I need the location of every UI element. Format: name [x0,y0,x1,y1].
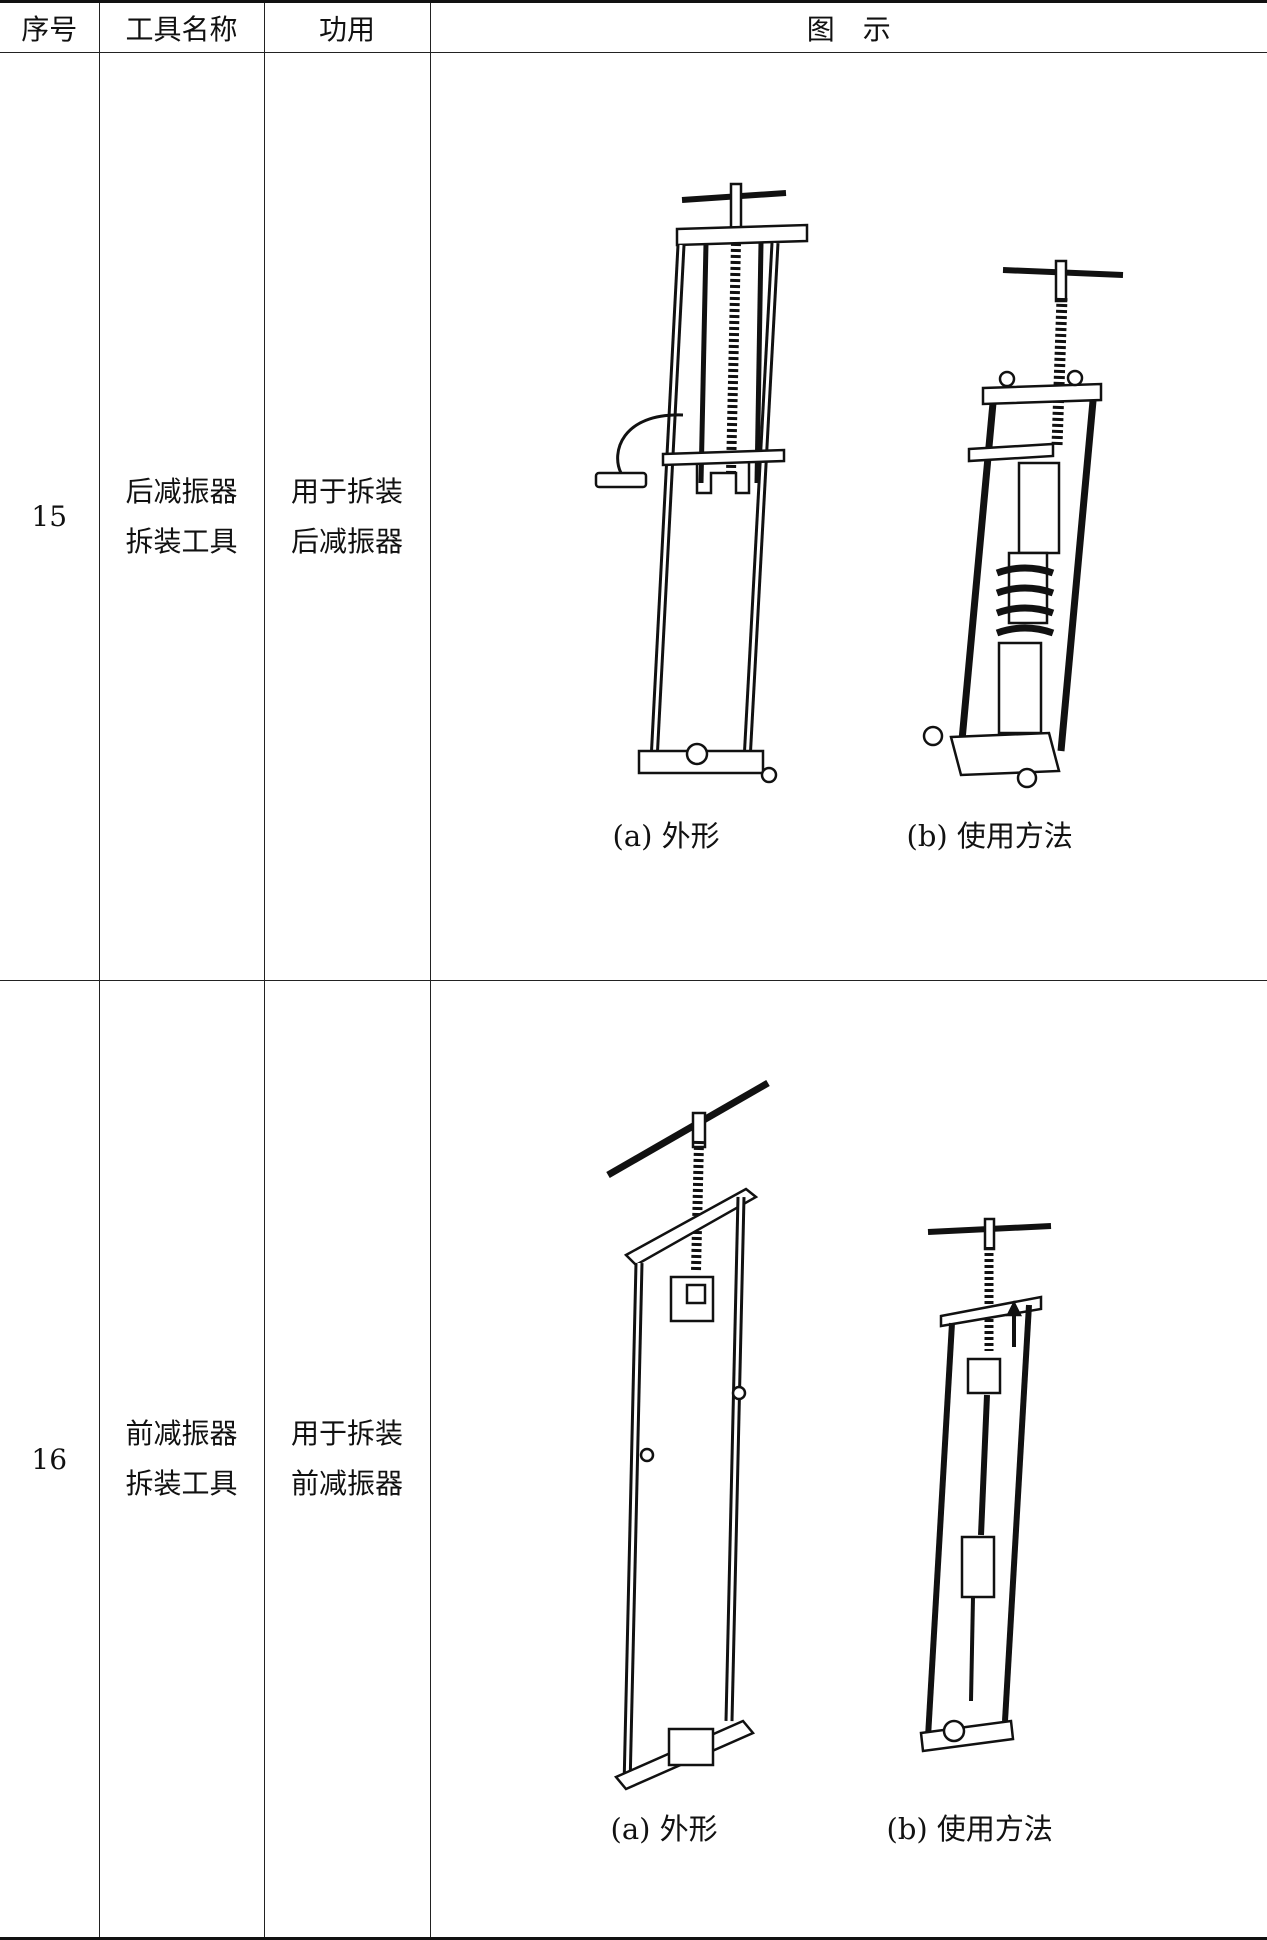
caption-a: (a) 外形 [610,1812,718,1846]
function-cell: 用于拆装 后减振器 [263,52,431,981]
function-cell: 用于拆装 前减振器 [263,980,431,1940]
tool-name-line: 拆装工具 [125,1467,238,1500]
header-figure: 图 示 [429,0,1267,53]
header-function: 功用 [263,0,431,53]
tool-name-cell: 后减振器 拆装工具 [98,52,265,981]
rear-shock-tool-figure [594,182,1123,789]
tool-name-line: 后减振器 [125,474,238,508]
row-number: 15 [0,52,100,981]
table-header-row: 序号 工具名称 功用 图 示 [0,0,1267,53]
function-line: 用于拆装 [290,474,403,508]
caption-a: (a) 外形 [612,819,720,853]
caption-b: (b) 使用方法 [886,1812,1053,1846]
function-line: 用于拆装 [290,1417,403,1450]
figure-cell: (a) 外形 (b) 使用方法 [429,980,1267,1940]
table-row: 16 前减振器 拆装工具 用于拆装 前减振器 [0,980,1267,1940]
table-row: 15 后减振器 拆装工具 用于拆装 后减振器 [0,52,1267,981]
figure-cell: (a) 外形 (b) 使用方法 [429,52,1267,981]
function-line: 后减振器 [290,524,403,558]
front-shock-tool-figure [605,1079,1051,1791]
tool-name-line: 拆装工具 [125,524,238,558]
front-shock-tool-outline-illustration [605,1079,1051,1791]
tool-name-line: 前减振器 [125,1417,238,1450]
row-number: 16 [0,980,100,1940]
rear-shock-tool-outline-illustration [594,182,1123,789]
function-line: 前减振器 [290,1467,403,1500]
caption-b: (b) 使用方法 [906,819,1073,853]
tool-name-cell: 前减振器 拆装工具 [98,980,265,1940]
header-tool-name: 工具名称 [98,0,265,53]
header-no: 序号 [0,0,100,53]
